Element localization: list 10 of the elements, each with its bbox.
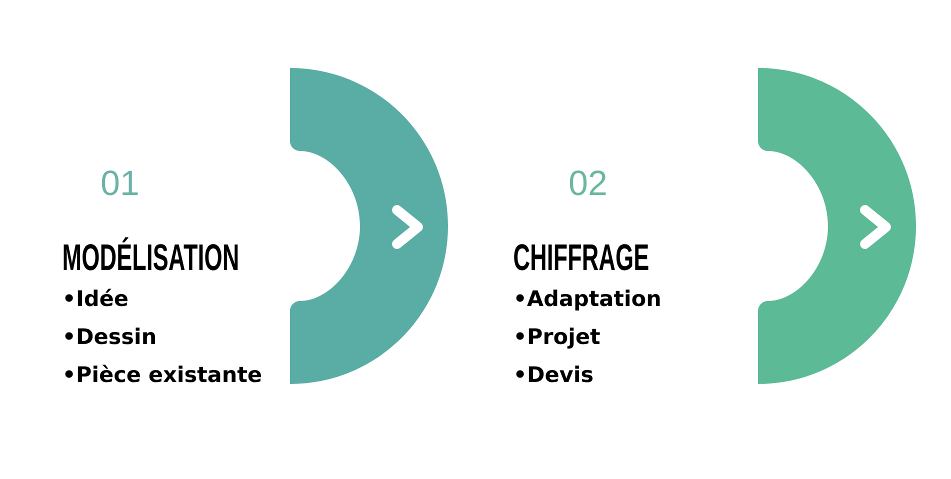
- step-number: 02: [570, 170, 606, 196]
- step-heading: CHIFFRAGE: [514, 244, 648, 270]
- list-item: •Devis: [516, 366, 593, 382]
- step-heading: MODÉLISATION: [64, 237, 238, 270]
- step-number: 01: [102, 170, 138, 196]
- list-item: •Projet: [516, 328, 600, 349]
- list-item: •Idée: [65, 288, 128, 306]
- list-item: •Pièce existante: [65, 364, 261, 382]
- list-item: •Adaptation: [516, 290, 660, 310]
- list-item: •Dessin: [65, 328, 155, 344]
